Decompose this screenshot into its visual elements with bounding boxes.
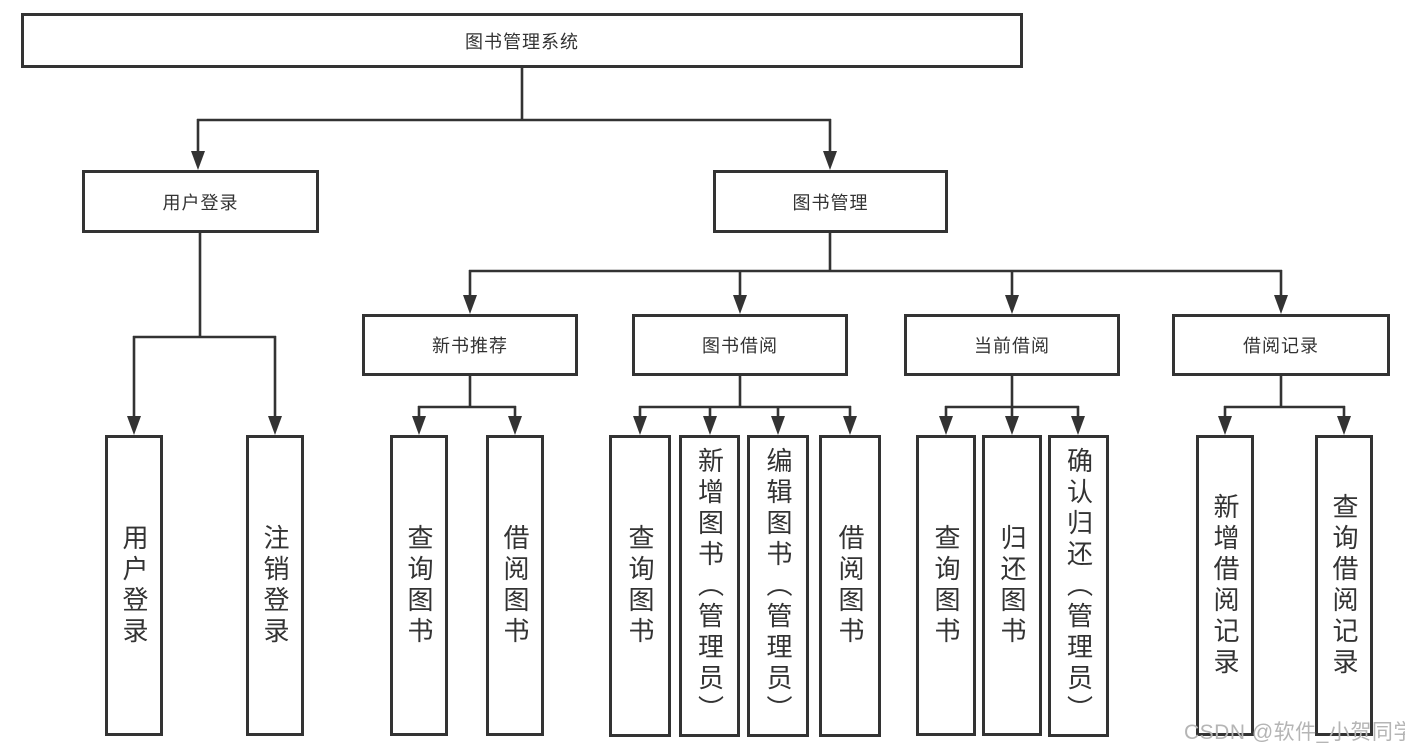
node-leaf-add-books-admin-label: 新增图书（管理员） — [694, 446, 725, 726]
node-leaf-query-books-borrow-label: 查询图书 — [625, 524, 655, 648]
node-book-management-label: 图书管理 — [792, 192, 869, 213]
connector-root-to-branches — [191, 68, 837, 170]
node-user-login-branch: 用户登录 — [82, 170, 319, 233]
node-leaf-confirm-return-admin: 确认归还（管理员） — [1048, 435, 1109, 737]
node-leaf-query-books-recommend: 查询图书 — [390, 435, 448, 736]
node-book-borrow-label: 图书借阅 — [702, 336, 778, 356]
connector-user-login-to-leaves — [127, 233, 282, 435]
connector-book-borrow-to-leaves — [633, 376, 857, 435]
node-leaf-add-books-admin: 新增图书（管理员） — [679, 435, 740, 737]
node-leaf-borrow-books-recommend-label: 借阅图书 — [500, 523, 530, 648]
node-leaf-logout: 注销登录 — [246, 435, 304, 736]
node-borrow-records-label: 借阅记录 — [1243, 336, 1319, 356]
node-current-borrow: 当前借阅 — [904, 314, 1120, 376]
node-leaf-query-books-current-label: 查询图书 — [931, 523, 961, 648]
node-leaf-user-login: 用户登录 — [105, 435, 163, 736]
node-leaf-borrow-books-recommend: 借阅图书 — [486, 435, 544, 736]
node-leaf-query-borrow-record-label: 查询借阅记录 — [1329, 492, 1359, 679]
node-leaf-borrow-books-borrow-label: 借阅图书 — [835, 524, 865, 648]
node-root: 图书管理系统 — [21, 13, 1023, 68]
node-leaf-query-books-borrow: 查询图书 — [609, 435, 671, 737]
connector-new-book-recommend-to-leaves — [412, 376, 522, 435]
node-book-borrow: 图书借阅 — [632, 314, 848, 376]
csdn-watermark: CSDN @软件_小贺同学 — [1184, 721, 1405, 744]
node-leaf-user-login-label: 用户登录 — [119, 523, 149, 648]
node-leaf-confirm-return-admin-label: 确认归还（管理员） — [1063, 446, 1094, 726]
node-leaf-query-books-recommend-label: 查询图书 — [404, 523, 434, 648]
node-current-borrow-label: 当前借阅 — [974, 336, 1050, 356]
node-book-management: 图书管理 — [713, 170, 948, 233]
node-new-book-recommend: 新书推荐 — [362, 314, 578, 376]
node-user-login-branch-label: 用户登录 — [162, 192, 239, 213]
connector-current-borrow-to-leaves — [939, 376, 1085, 435]
node-leaf-edit-books-admin-label: 编辑图书（管理员） — [763, 446, 793, 726]
node-leaf-logout-label: 注销登录 — [260, 523, 290, 648]
node-leaf-query-books-current: 查询图书 — [916, 435, 976, 736]
node-leaf-borrow-books-borrow: 借阅图书 — [819, 435, 881, 737]
node-leaf-add-borrow-record: 新增借阅记录 — [1196, 435, 1254, 736]
connector-book-management-to-groups — [463, 233, 1288, 314]
node-leaf-return-books-label: 归还图书 — [997, 523, 1027, 648]
node-leaf-query-borrow-record: 查询借阅记录 — [1315, 435, 1373, 736]
node-leaf-return-books: 归还图书 — [982, 435, 1042, 736]
node-new-book-recommend-label: 新书推荐 — [432, 336, 508, 356]
node-root-label: 图书管理系统 — [465, 31, 579, 52]
node-borrow-records: 借阅记录 — [1172, 314, 1390, 376]
node-leaf-add-borrow-record-label: 新增借阅记录 — [1210, 492, 1240, 679]
connector-borrow-records-to-leaves — [1218, 376, 1351, 435]
node-leaf-edit-books-admin: 编辑图书（管理员） — [747, 435, 809, 737]
